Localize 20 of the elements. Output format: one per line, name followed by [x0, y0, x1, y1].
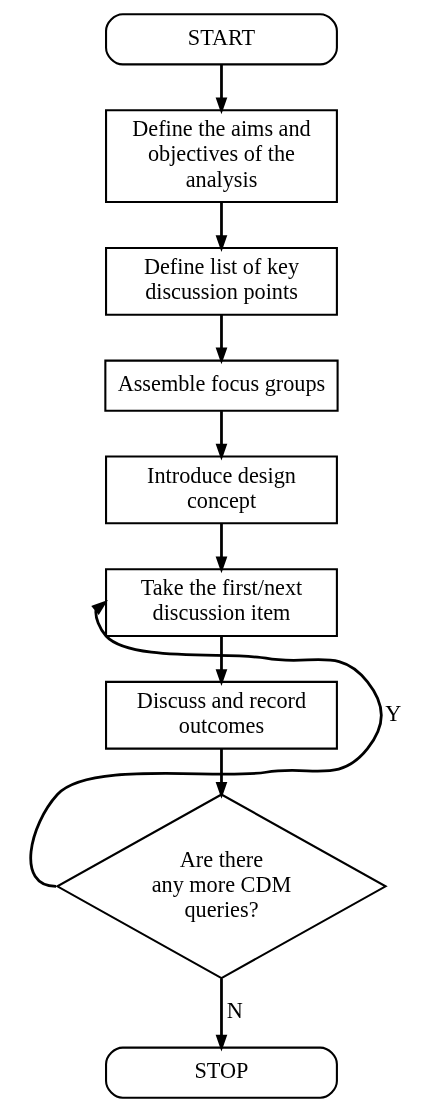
arrow	[215, 202, 227, 252]
arrow	[215, 748, 227, 799]
arrow	[29, 599, 382, 888]
node-box: START	[104, 13, 338, 66]
arrow	[215, 411, 227, 461]
node-box: Define the aims and objectives of the analysis	[104, 109, 338, 204]
node-box: Take the first/next discussion item	[104, 568, 338, 637]
node-box: STOP	[104, 1046, 338, 1099]
node-box: Discuss and record outcomes	[104, 680, 338, 750]
node-box: Define list of key discussion points	[104, 246, 338, 316]
arrow	[215, 978, 227, 1052]
node-box: Assemble focus groups	[103, 359, 339, 412]
node-diamond: Are there any more CDM queries?	[54, 793, 388, 980]
arrow	[215, 314, 227, 365]
arrow	[215, 523, 227, 574]
edge-label: Y	[384, 700, 401, 726]
edge-label: N	[226, 998, 243, 1024]
arrow	[215, 636, 227, 686]
arrow	[215, 64, 227, 115]
node-box: Introduce design concept	[104, 455, 338, 525]
